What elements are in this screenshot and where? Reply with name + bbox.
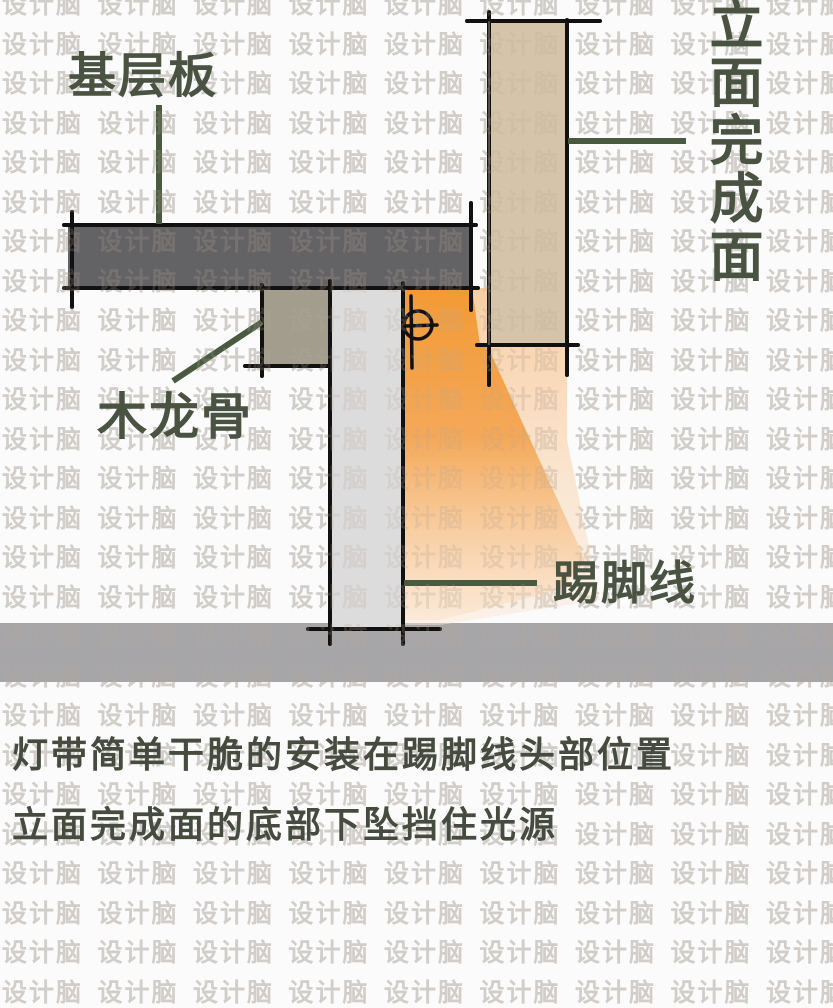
wood-keel-shape [262, 290, 330, 366]
leader-lines [156, 105, 686, 586]
led-light-symbol-icon [402, 294, 439, 370]
leader-wood-keel [171, 319, 264, 384]
base-board-outline [62, 201, 480, 312]
label-wood-keel: 木龙骨 [97, 388, 253, 446]
light-beam [403, 288, 585, 620]
elevation-panel-shape [489, 21, 567, 345]
caption-line-2: 立面完成面的底部下坠挡住光源 [12, 805, 559, 846]
label-elevation-finish: 立面完成面 [700, 0, 763, 286]
skirting-shape [331, 290, 403, 629]
label-base-board: 基层板 [68, 48, 219, 104]
base-board-shape [68, 226, 472, 288]
label-skirting: 踢脚线 [553, 556, 697, 610]
skirting-outline [306, 281, 442, 646]
floor-slab [0, 623, 833, 682]
caption-line-1: 灯带简单干脆的安装在踢脚线头部位置 [12, 735, 676, 776]
